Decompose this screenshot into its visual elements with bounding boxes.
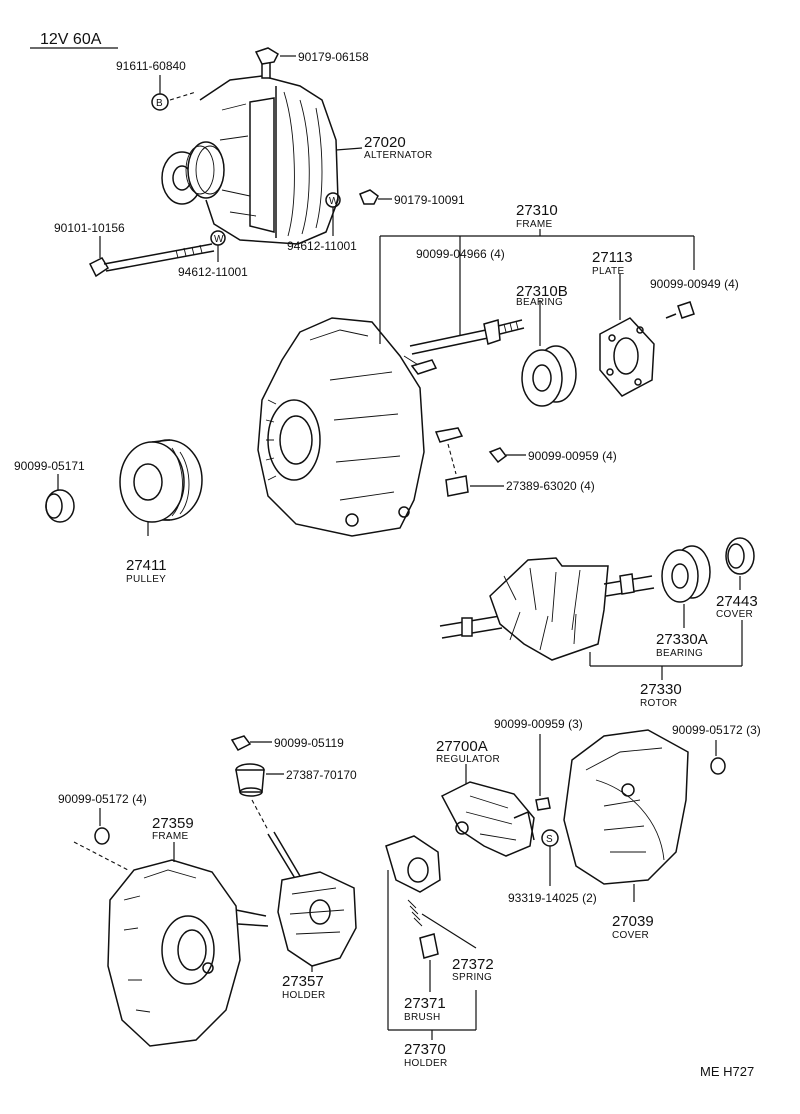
rear-frame-drawing: [107, 859, 269, 1047]
label-90099-05172-3: 90099-05172 (3): [672, 723, 761, 737]
w-symbol-letter: W: [329, 196, 339, 207]
label-90179-10091: 90179-10091: [394, 193, 465, 207]
label-27330: 27330: [640, 681, 682, 698]
caption-rotor: ROTOR: [640, 698, 677, 709]
nut-icon: [94, 827, 110, 845]
label-27700A: 27700A: [436, 738, 488, 755]
clip-icon: [410, 359, 438, 375]
label-27359: 27359: [152, 815, 194, 832]
b-symbol-letter: B: [156, 98, 163, 109]
label-90099-00959-three: 90099-00959 (3): [494, 717, 583, 731]
nut-icon: [710, 757, 726, 775]
brush-holder-drawing: [385, 835, 441, 959]
caption-alternator: ALTERNATOR: [364, 150, 433, 161]
insulator-icon: [445, 475, 469, 497]
caption-pulley: PULLEY: [126, 574, 166, 585]
label-27387-70170: 27387-70170: [286, 768, 357, 782]
caption-spring: SPRING: [452, 972, 492, 983]
label-90099-05119: 90099-05119: [274, 736, 344, 750]
screw-icon: [535, 797, 551, 811]
label-90099-05172-4: 90099-05172 (4): [58, 792, 147, 806]
caption-bearing-rotor: BEARING: [656, 648, 703, 659]
frame-drawing: [257, 317, 431, 537]
label-90101-10156: 90101-10156: [54, 221, 125, 235]
label-27372: 27372: [452, 956, 494, 973]
clip-icon: [434, 427, 464, 443]
w-symbol-letter: W: [214, 234, 224, 245]
plate-icon: [599, 317, 655, 397]
stud-bolt-icon: [409, 319, 525, 355]
label-27113: 27113: [592, 249, 633, 266]
label-27330A: 27330A: [656, 631, 708, 648]
label-93319-14025: 93319-14025 (2): [508, 891, 597, 905]
label-90099-00949: 90099-00949 (4): [650, 277, 739, 291]
label-94612-11001-left: 94612-11001: [178, 265, 248, 279]
regulator-drawing: [440, 781, 535, 857]
label-91611-60840: 91611-60840: [116, 59, 186, 73]
label-90179-06158: 90179-06158: [298, 50, 369, 64]
label-27389-63020: 27389-63020 (4): [506, 479, 595, 493]
alternator-assembly-drawing: [161, 59, 339, 245]
caption-regulator: REGULATOR: [436, 754, 500, 765]
rectifier-holder-drawing: [267, 831, 357, 967]
label-27310B: 27310B: [516, 283, 568, 300]
bearing-icon: [521, 345, 577, 407]
caption-frame-rear: FRAME: [152, 831, 189, 842]
caption-plate: PLATE: [592, 266, 624, 277]
caption-bearing-upper: BEARING: [516, 297, 563, 308]
long-bolt-icon: [88, 243, 215, 278]
screw-icon: [488, 447, 508, 464]
label-90099-05171: 90099-05171: [14, 459, 85, 473]
screw-icon: [665, 301, 695, 319]
label-90099-00959-4: 90099-00959 (4): [528, 449, 617, 463]
rear-cover-drawing: [563, 729, 689, 885]
label-27020: 27020: [364, 134, 406, 151]
nut-icon: [254, 47, 279, 65]
terminal-insulator-icon: [235, 763, 265, 797]
label-27039: 27039: [612, 913, 654, 930]
diagram-reference: ME H727: [700, 1064, 754, 1079]
s-symbol-letter: S: [546, 834, 553, 845]
pulley-icon: [119, 439, 203, 523]
caption-cover-rear: COVER: [612, 930, 649, 941]
caption-cover-cap: COVER: [716, 609, 753, 620]
rotor-icon: [439, 557, 655, 661]
spec-title: 12V 60A: [40, 31, 102, 48]
caption-frame: FRAME: [516, 219, 553, 230]
bearing-icon: [661, 545, 711, 603]
label-27443: 27443: [716, 593, 758, 610]
nut-icon: [230, 735, 252, 751]
label-27371: 27371: [404, 995, 446, 1012]
label-27310: 27310: [516, 202, 558, 219]
caption-holder-rectifier: HOLDER: [282, 990, 325, 1001]
label-27370: 27370: [404, 1041, 446, 1058]
caption-brush: BRUSH: [404, 1012, 441, 1023]
collar-icon: [45, 489, 75, 523]
nut-icon: [359, 189, 379, 205]
label-90099-04966: 90099-04966 (4): [416, 247, 505, 261]
caption-holder-brush: HOLDER: [404, 1058, 447, 1069]
label-27411: 27411: [126, 557, 167, 574]
label-27357: 27357: [282, 973, 324, 990]
label-94612-11001-right: 94612-11001: [287, 239, 357, 253]
cover-cap-icon: [725, 537, 755, 575]
